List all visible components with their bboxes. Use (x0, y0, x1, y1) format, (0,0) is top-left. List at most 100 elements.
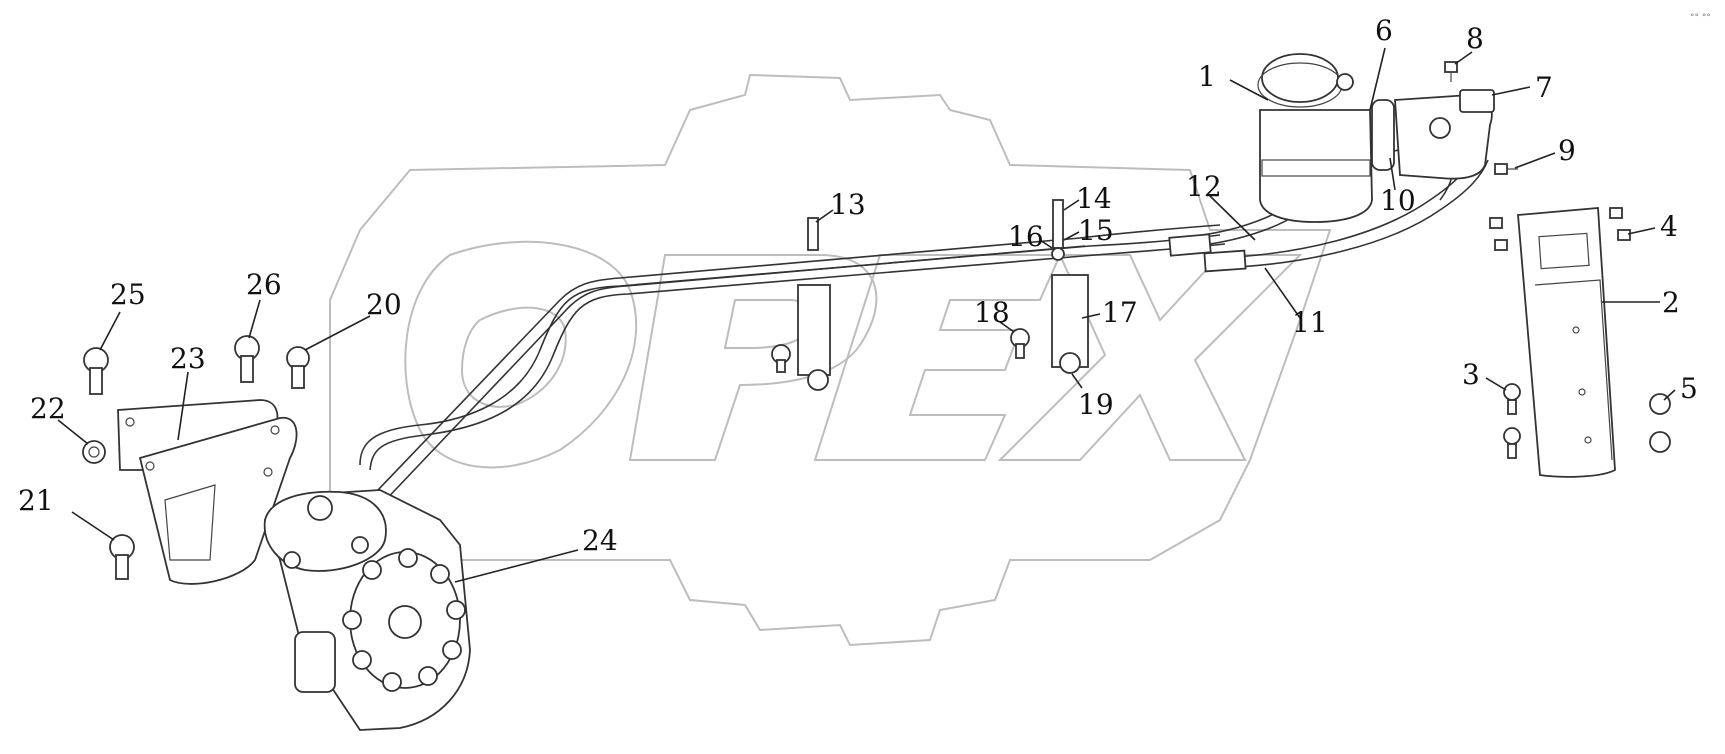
callout-12: 12 (1186, 170, 1222, 203)
callout-6: 6 (1375, 14, 1393, 47)
callout-22: 22 (30, 392, 66, 425)
clamp-14 (1051, 199, 1089, 374)
callout-3: 3 (1462, 358, 1480, 391)
callout-26: 26 (246, 268, 282, 301)
leader-13 (815, 209, 834, 223)
callout-13: 13 (830, 188, 866, 221)
bracket-2-slot (1538, 232, 1590, 270)
leader-11 (1264, 267, 1301, 319)
clamp-13 (797, 217, 831, 391)
callout-25: 25 (110, 278, 146, 311)
fasteners-4 (1489, 207, 1631, 251)
hose-11-inner (1217, 159, 1489, 269)
callout-23: 23 (170, 342, 206, 375)
leader-6 (1369, 47, 1386, 111)
callout-7: 7 (1535, 71, 1553, 104)
leader-3 (1485, 377, 1507, 391)
leader-9 (1514, 152, 1556, 169)
steering-gear-bolts (342, 548, 466, 692)
callout-2: 2 (1662, 286, 1680, 319)
bracket-2-plate (1517, 207, 1616, 478)
leader-5 (1663, 389, 1676, 401)
bolt-9 (1494, 163, 1518, 175)
pipe-upper-outer (329, 224, 1221, 541)
bolt-26 (234, 335, 260, 383)
corner-mark: °° °° (1690, 13, 1711, 23)
steering-gear (263, 489, 471, 731)
hose-sleeve-11 (1203, 249, 1247, 273)
reservoir-body (1259, 109, 1373, 223)
bolts-3 (1503, 383, 1521, 459)
bolt-25 (83, 347, 109, 395)
pump (1371, 89, 1495, 180)
leader-19 (1071, 373, 1083, 389)
callout-17: 17 (1102, 296, 1138, 329)
leader-20 (304, 315, 371, 351)
leader-7 (1491, 86, 1531, 96)
callout-1: 1 (1198, 60, 1216, 93)
leader-26 (248, 299, 261, 339)
leader-4 (1627, 227, 1656, 235)
watermark-letter-p (628, 254, 878, 461)
reservoir-cap (1261, 53, 1339, 103)
steering-gear-center (388, 605, 422, 639)
leader-17 (1081, 313, 1101, 319)
nut-22 (82, 440, 106, 464)
callout-16: 16 (1008, 220, 1044, 253)
pump-outlet (1459, 89, 1495, 113)
pipe-upper-inner (339, 245, 1086, 549)
leader-1 (1229, 79, 1269, 101)
reservoir (1257, 53, 1373, 223)
leader-lines (57, 47, 1676, 583)
nuts-5 (1649, 393, 1671, 453)
callout-8: 8 (1466, 22, 1484, 55)
bracket-23-cutout (164, 484, 216, 561)
watermark-letter-o-inner (460, 306, 567, 408)
watermark-letter-x (997, 254, 1303, 461)
bracket-23-plate-front (138, 417, 298, 585)
callout-4: 4 (1660, 210, 1678, 243)
watermark-letter-e (813, 254, 1062, 461)
bolt-8 (1444, 61, 1458, 82)
bolt-small-left (771, 344, 791, 373)
leader-21 (71, 511, 115, 541)
steering-gear-shaft (307, 495, 333, 521)
callout-19: 19 (1078, 388, 1114, 421)
callout-11: 11 (1292, 306, 1328, 339)
callout-20: 20 (366, 288, 402, 321)
reservoir-band (1261, 159, 1371, 177)
callout-5: 5 (1680, 372, 1698, 405)
bolt-21 (109, 534, 135, 580)
hose-sleeve-12 (1168, 233, 1212, 257)
leader-12 (1209, 195, 1256, 241)
leader-22 (57, 419, 89, 445)
callout-labels: 1 2 3 4 5 6 7 8 9 10 11 12 13 14 15 16 1… (18, 14, 1698, 557)
leader-16 (1039, 239, 1053, 249)
leader-23 (177, 371, 189, 441)
reservoir-port (1336, 73, 1354, 91)
leader-24 (454, 549, 579, 583)
watermark-letter-o (404, 240, 638, 469)
pipe-lower-outer (359, 234, 1221, 466)
callout-24: 24 (582, 524, 618, 557)
callout-21: 21 (18, 484, 54, 517)
leader-10 (1389, 157, 1396, 191)
bracket-2-inner (1534, 279, 1613, 461)
callout-14: 14 (1076, 182, 1112, 215)
callout-18: 18 (974, 296, 1010, 329)
pump-fitting (1429, 117, 1451, 139)
leader-14 (1063, 199, 1080, 211)
callout-15: 15 (1078, 214, 1114, 247)
callout-10: 10 (1380, 184, 1416, 217)
leader-15 (1063, 231, 1080, 241)
steering-gear-mount (294, 631, 336, 693)
watermark-gear (329, 73, 1332, 647)
bolt-18 (1010, 328, 1030, 359)
leader-18 (999, 321, 1015, 333)
watermark (329, 73, 1332, 647)
pump-pulley (1371, 99, 1395, 171)
leader-8 (1454, 51, 1473, 65)
callout-9: 9 (1558, 134, 1576, 167)
